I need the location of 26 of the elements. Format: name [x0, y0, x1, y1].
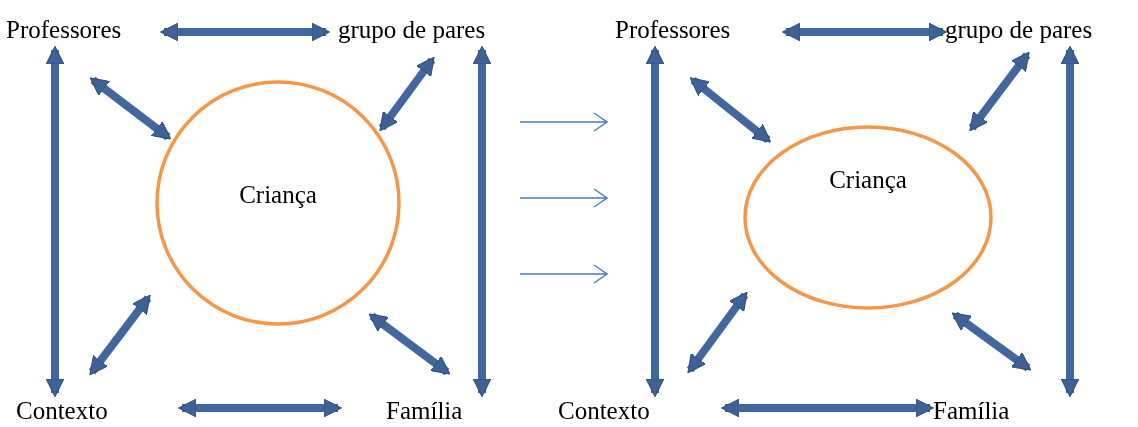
node-label: Professores [615, 15, 732, 45]
double-arrow [968, 51, 1031, 132]
node-label: grupo de pares [945, 15, 1094, 45]
node-label: Professores [6, 15, 123, 45]
double-arrow [89, 76, 172, 141]
node-label: Contexto [16, 396, 109, 426]
double-arrow [177, 398, 343, 418]
double-arrow [951, 311, 1032, 372]
double-arrow [378, 56, 436, 132]
double-arrow [689, 76, 772, 144]
double-arrow [45, 45, 65, 398]
double-arrow [686, 291, 749, 374]
node-label: Família [933, 396, 1011, 426]
node-label: grupo de pares [338, 15, 487, 45]
double-arrow [368, 312, 451, 376]
node-label: Criança [828, 165, 908, 195]
node-label: Contexto [558, 396, 651, 426]
node-label: Família [386, 396, 464, 426]
node-label: Criança [238, 180, 318, 210]
double-arrow [1060, 45, 1080, 398]
double-arrow [781, 22, 948, 42]
double-arrow [645, 45, 665, 398]
double-arrow [472, 45, 492, 398]
double-arrow [88, 294, 152, 376]
double-arrow [720, 398, 935, 418]
double-arrow [159, 22, 331, 42]
